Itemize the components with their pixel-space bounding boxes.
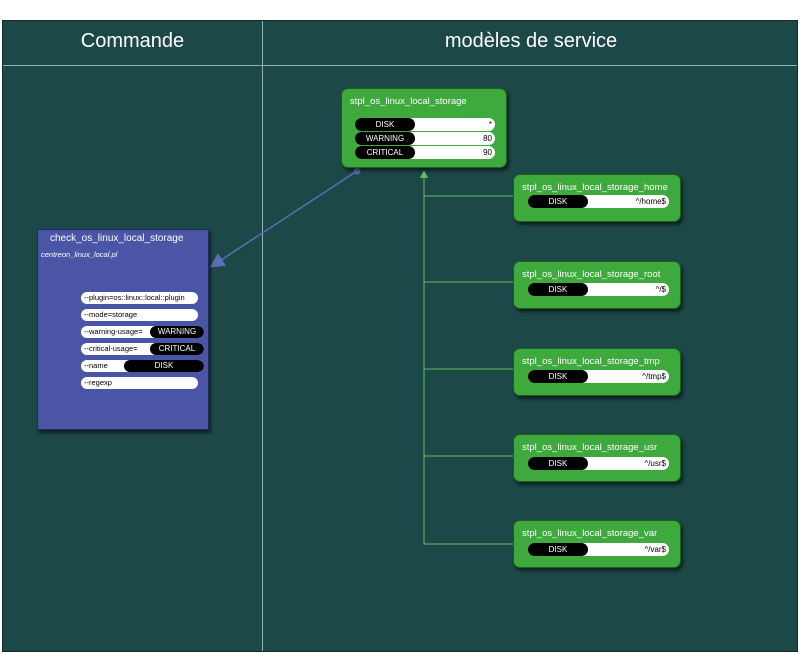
macro-key: DISK bbox=[355, 118, 415, 131]
command-script: centreon_linux_local.pl bbox=[41, 250, 118, 259]
child-template-tmp[interactable]: stpl_os_linux_local_storage_tmp DISK ^/t… bbox=[513, 348, 681, 396]
command-arg-label: --plugin=os::linux::local::plugin bbox=[84, 293, 185, 302]
child-template-name: stpl_os_linux_local_storage_var bbox=[522, 528, 658, 539]
macro-key: DISK bbox=[528, 283, 588, 296]
command-arg-label: --name bbox=[84, 361, 108, 370]
column-header-service-templates: modèles de service bbox=[444, 30, 618, 52]
command-name: check_os_linux_local_storage bbox=[50, 233, 184, 244]
parent-template-box[interactable]: stpl_os_linux_local_storage DISK * WARNI… bbox=[341, 88, 507, 168]
command-arg-value: DISK bbox=[124, 360, 204, 372]
macro-value: * bbox=[488, 120, 492, 129]
macro-key: DISK bbox=[528, 370, 588, 383]
macro-disk: DISK * bbox=[355, 118, 495, 131]
child-template-root[interactable]: stpl_os_linux_local_storage_root DISK ^/… bbox=[513, 261, 681, 309]
child-template-name: stpl_os_linux_local_storage_home bbox=[522, 182, 668, 193]
command-arg-label: --regexp bbox=[84, 378, 112, 387]
macro-value: ^/var$ bbox=[644, 545, 666, 554]
child-template-home[interactable]: stpl_os_linux_local_storage_home DISK ^/… bbox=[513, 174, 681, 222]
child-template-var[interactable]: stpl_os_linux_local_storage_var DISK ^/v… bbox=[513, 520, 681, 568]
column-divider bbox=[262, 21, 263, 651]
macro-value: 80 bbox=[483, 134, 492, 143]
parent-template-name: stpl_os_linux_local_storage bbox=[350, 96, 467, 107]
child-template-macro: DISK ^/$ bbox=[528, 283, 669, 296]
child-template-macro: DISK ^/home$ bbox=[528, 195, 669, 208]
macro-value: ^/$ bbox=[655, 285, 666, 294]
macro-key: DISK bbox=[528, 543, 588, 556]
command-arg-regexp: --regexp bbox=[81, 377, 198, 389]
child-template-name: stpl_os_linux_local_storage_usr bbox=[522, 442, 658, 453]
command-arg-plugin: --plugin=os::linux::local::plugin bbox=[81, 292, 198, 304]
command-arg-name: --name DISK bbox=[81, 360, 204, 372]
macro-key: CRITICAL bbox=[355, 146, 415, 159]
macro-critical: CRITICAL 90 bbox=[355, 146, 495, 159]
macro-key: DISK bbox=[528, 457, 588, 470]
command-link-arrow bbox=[209, 170, 358, 268]
macro-value: 90 bbox=[483, 148, 492, 157]
command-arg-warning: --warning-usage= WARNING bbox=[81, 326, 204, 338]
macro-warning: WARNING 80 bbox=[355, 132, 495, 145]
child-template-macro: DISK ^/tmp$ bbox=[528, 370, 669, 383]
macro-value: ^/usr$ bbox=[644, 459, 666, 468]
child-template-macro: DISK ^/usr$ bbox=[528, 457, 669, 470]
column-header-command: Commande bbox=[80, 30, 185, 52]
header-divider bbox=[3, 65, 797, 66]
macro-key: WARNING bbox=[355, 132, 415, 145]
command-arg-label: --mode=storage bbox=[84, 310, 138, 319]
command-arg-mode: --mode=storage bbox=[81, 309, 198, 321]
child-template-macro: DISK ^/var$ bbox=[528, 543, 669, 556]
child-template-name: stpl_os_linux_local_storage_root bbox=[522, 269, 661, 280]
macro-key: DISK bbox=[528, 195, 588, 208]
child-template-name: stpl_os_linux_local_storage_tmp bbox=[522, 356, 660, 367]
macro-value: ^/tmp$ bbox=[642, 372, 666, 381]
command-arg-value: WARNING bbox=[150, 326, 204, 338]
command-arg-value: CRITICAL bbox=[150, 343, 204, 355]
macro-value: ^/home$ bbox=[635, 197, 666, 206]
command-box[interactable]: check_os_linux_local_storage centreon_li… bbox=[37, 229, 209, 430]
command-arg-critical: --critical-usage= CRITICAL bbox=[81, 343, 204, 355]
child-template-usr[interactable]: stpl_os_linux_local_storage_usr DISK ^/u… bbox=[513, 434, 681, 482]
command-arg-label: --critical-usage= bbox=[84, 344, 138, 353]
command-arg-label: --warning-usage= bbox=[84, 327, 143, 336]
